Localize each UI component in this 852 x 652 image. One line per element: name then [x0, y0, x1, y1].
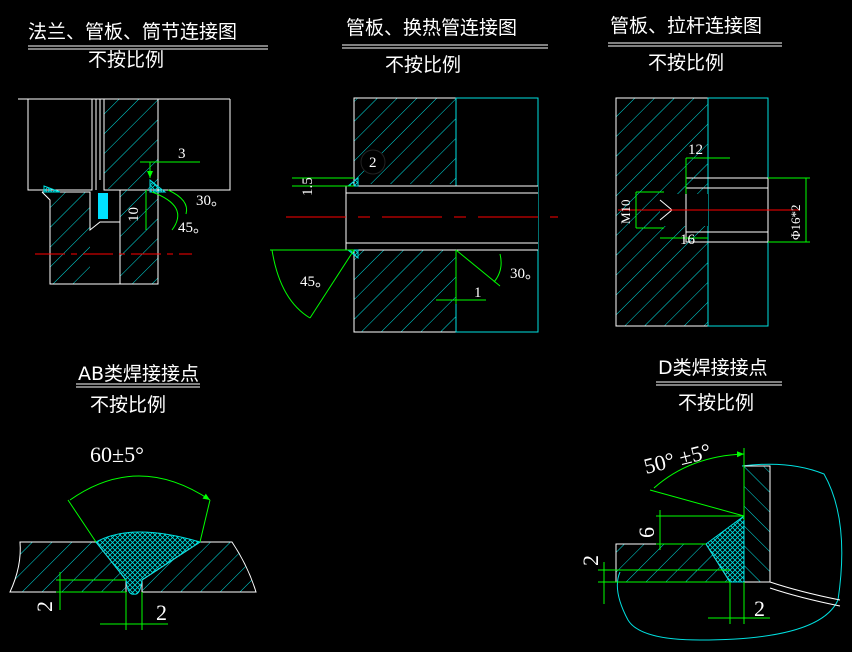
rod-right-outline [707, 97, 769, 327]
ab-right-plate [141, 541, 257, 593]
flange-dim-3: 3 [178, 146, 186, 162]
tube-dim-2: 2 [369, 155, 377, 171]
tube-weld-top [346, 176, 359, 187]
rod-dim-m10: M10 [618, 199, 633, 224]
angle-30-leg [455, 249, 501, 287]
ab-drawing: 60±5° 2 2 [9, 442, 257, 630]
angle-45-leg [309, 249, 355, 319]
tubesheet-bottom-hatch [354, 250, 456, 332]
flange-drawing: 3 10 30。 45。 [18, 98, 231, 285]
d-curve-2 [769, 587, 841, 607]
tube-dim-1-5: 1.5 [300, 177, 316, 196]
d-view: D类焊接接点 不按比例 50° ±5° 6 2 [578, 357, 843, 641]
d-subtitle: 不按比例 [678, 392, 754, 414]
ab-angle-arc [69, 475, 211, 501]
d-angle-arc [653, 451, 745, 489]
d-drawing: 50° ±5° 6 2 2 [578, 438, 843, 641]
d-dim-2-vertical: 2 [578, 555, 603, 566]
d-vessel-outline [616, 463, 843, 641]
right-shell-outline [158, 99, 231, 191]
flange-angle-30: 30。 [196, 193, 226, 209]
tube-angle-45: 45。 [300, 274, 330, 290]
rod-view: 管板、拉杆连接图 不按比例 12 16 M10 Φ16*2 [608, 15, 810, 327]
d-groove-line [649, 489, 745, 517]
flange-view: 法兰、管板、筒节连接图 不按比例 3 10 [18, 21, 268, 285]
d-dim-6: 6 [634, 527, 659, 538]
ab-view: AB类焊接接点 不按比例 60±5° 2 2 [9, 363, 257, 630]
tube-bore [346, 186, 538, 250]
fillet-weld [149, 178, 167, 193]
flange-title: 法兰、管板、筒节连接图 [28, 21, 237, 43]
d-angle: 50° ±5° [641, 438, 713, 479]
dim-2-bubble [360, 149, 386, 175]
rod-drawing: 12 16 M10 Φ16*2 [615, 97, 810, 327]
ab-subtitle: 不按比例 [90, 394, 166, 416]
ab-title: AB类焊接接点 [78, 363, 199, 385]
ab-dim-2-vertical: 2 [32, 601, 57, 612]
ab-weld [95, 531, 202, 595]
tube-title: 管板、换热管连接图 [346, 17, 517, 39]
tube-drawing: 2 1.5 45。 30。 1 [270, 97, 558, 333]
arc-45 [151, 191, 179, 231]
ab-groove-right [199, 499, 211, 543]
lower-right-hatch [120, 190, 158, 284]
ab-dim-2-gap: 2 [156, 600, 167, 625]
ab-groove-left [67, 499, 97, 543]
rod-subtitle: 不按比例 [648, 52, 724, 74]
arc-30-tube [493, 253, 502, 283]
tube-subtitle: 不按比例 [385, 54, 461, 76]
gasket [98, 193, 108, 219]
d-curve-1 [769, 581, 841, 601]
flange-angle-45: 45。 [178, 220, 208, 236]
rod-title: 管板、拉杆连接图 [610, 15, 762, 37]
lower-left-hatch [50, 192, 90, 284]
d-title: D类焊接接点 [658, 357, 768, 379]
lower-right-outline [119, 190, 159, 285]
tube-view: 管板、换热管连接图 不按比例 2 1.5 45。 [270, 17, 558, 333]
flange-top-block [18, 98, 93, 191]
flange-dim-10: 10 [126, 207, 142, 222]
arc-45-tube [271, 249, 311, 319]
rod-dim-12: 12 [688, 142, 703, 158]
tube-angle-30: 30。 [510, 266, 540, 282]
d-dim-2-gap: 2 [754, 596, 765, 621]
fillet-weld-left [43, 185, 61, 193]
rod-dim-16: 16 [680, 232, 696, 248]
d-nozzle-hatch [744, 466, 770, 582]
ab-angle: 60±5° [90, 442, 144, 467]
flange-subtitle: 不按比例 [88, 49, 164, 71]
tube-dim-1: 1 [474, 285, 482, 301]
arc-30 [167, 189, 188, 215]
rod-dim-phi: Φ16*2 [788, 204, 803, 240]
